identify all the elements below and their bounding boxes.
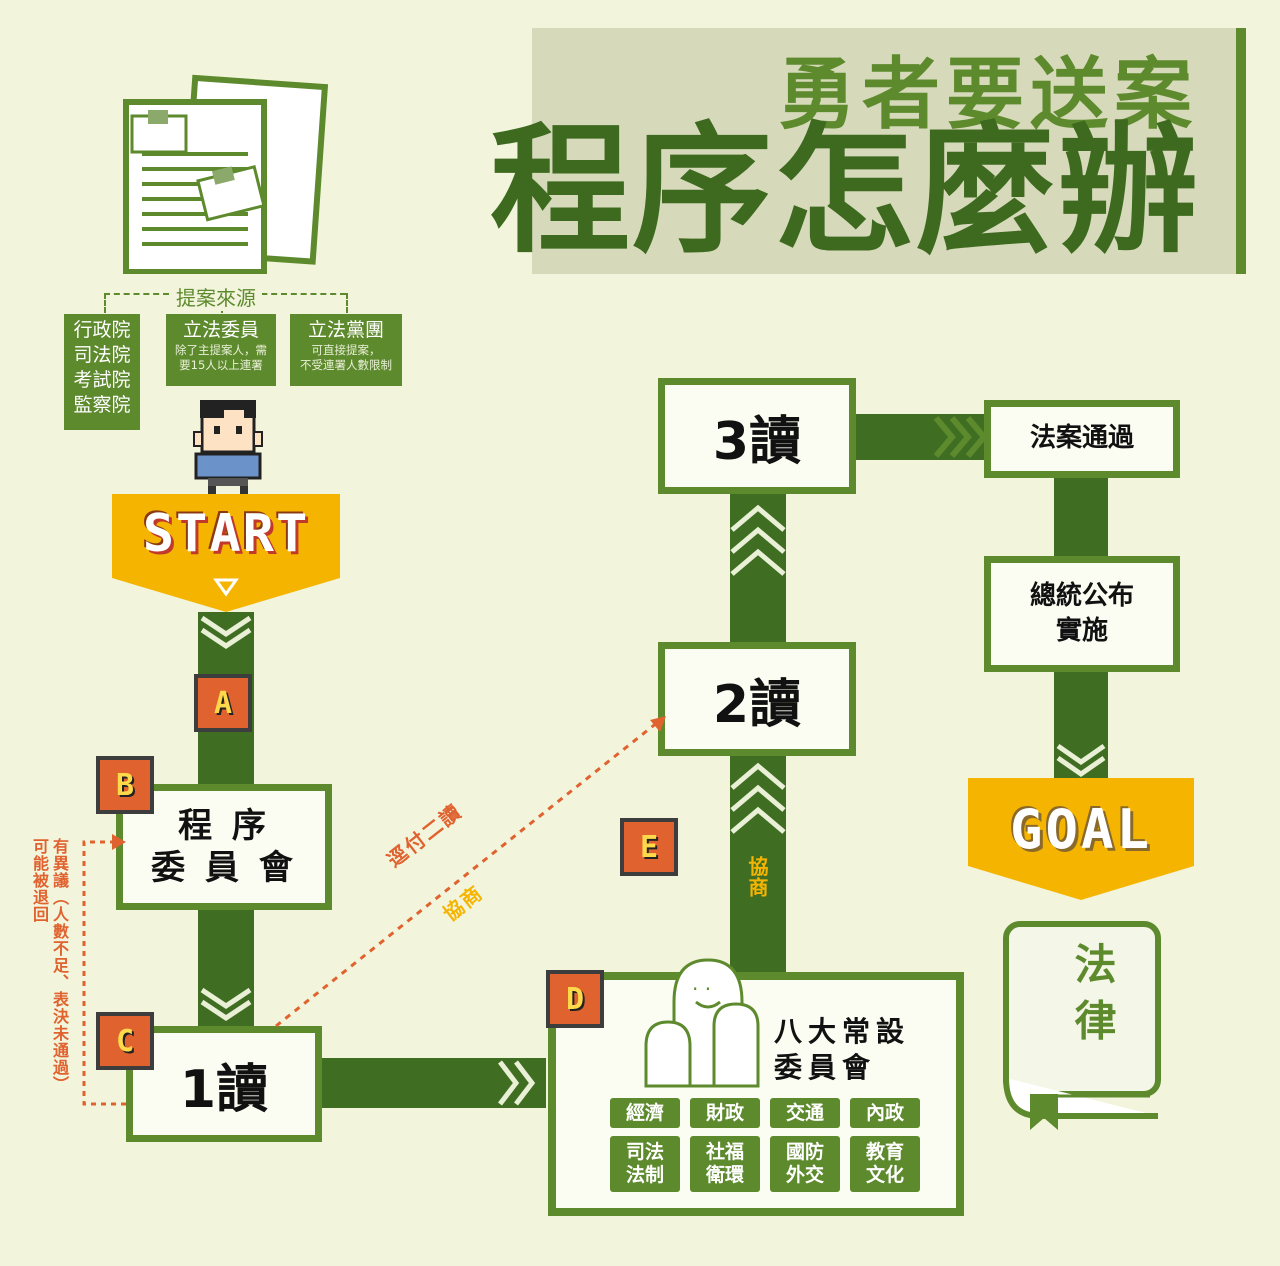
chevron-down-icon — [200, 987, 252, 1022]
return-note-a: 可能被退回 — [30, 838, 49, 923]
committee-tag: 社福 衛環 — [690, 1136, 760, 1192]
procedure-committee-line2: 委 員 會 — [151, 848, 297, 888]
committees-title-line2: 委員會 — [774, 1051, 877, 1084]
step-badge-b: B — [96, 756, 154, 814]
negotiation-path-label: 協商 — [745, 856, 769, 898]
source-bracket-right — [346, 293, 348, 313]
institution-item: 行政院 — [73, 319, 131, 341]
goal-banner — [968, 778, 1194, 900]
law-label: 法 律 — [1068, 942, 1117, 1041]
ghost-committee-icon: · · — [644, 958, 760, 1088]
institution-item: 監察院 — [73, 394, 131, 416]
node-bill-passed: 法案通過 — [984, 400, 1180, 478]
promulgate-line2: 實施 — [1055, 616, 1108, 646]
source-bracket-left — [104, 293, 106, 313]
institution-item: 司法院 — [73, 344, 131, 366]
title-accent-bar — [1236, 28, 1246, 274]
committee-tag: 內政 — [850, 1098, 920, 1128]
committee-tag: 交通 — [770, 1098, 840, 1128]
path-procedure-to-first — [198, 908, 254, 1032]
title-panel — [532, 28, 1244, 274]
title-line-1: 勇者要送案 — [777, 50, 1198, 140]
committee-tag-line: 國防 — [785, 1141, 824, 1164]
legislators-note: 除了主提案人，需 — [175, 343, 267, 357]
committee-tag-line: 教育 — [865, 1141, 904, 1164]
caucus-title: 立法黨團 — [307, 319, 384, 341]
path-first-to-committees — [322, 1058, 546, 1108]
committee-tag-line: 衛環 — [705, 1164, 744, 1186]
committee-tag-line: 文化 — [865, 1164, 904, 1186]
node-promulgate: 總統公布 實施 — [984, 556, 1180, 672]
chevron-down-icon — [200, 615, 252, 650]
committees-title: 八大常設 委員會 — [774, 1014, 910, 1086]
path-third-to-passed — [854, 414, 986, 460]
committee-tag-line: 法制 — [625, 1164, 664, 1186]
return-note-b: 有異議（人數不足、表決未通過） — [50, 838, 69, 1093]
svg-text:· ·: · · — [692, 977, 711, 1001]
chevron-up-icon — [730, 504, 786, 576]
committee-tag: 經濟 — [610, 1098, 680, 1128]
caucus-note: 可直接提案， — [311, 343, 381, 357]
source-institutions: 行政院 司法院 考試院 監察院 — [64, 314, 140, 430]
legislators-note: 要15人以上連署 — [179, 358, 263, 372]
committee-tag-line: 外交 — [785, 1164, 824, 1186]
committees-title-line1: 八大常設 — [774, 1015, 911, 1048]
caucus-note: 不受連署人數限制 — [300, 358, 392, 372]
law-book-icon — [1003, 921, 1161, 1130]
node-second-reading: 2讀 — [658, 642, 856, 756]
chevron-down-icon — [1056, 743, 1106, 778]
node-first-reading: 1讀 — [126, 1026, 322, 1142]
documents-icon — [123, 74, 329, 274]
committee-tag-line: 社福 — [705, 1141, 744, 1164]
proposal-source-label: 提案來源 — [170, 282, 262, 311]
step-badge-c: C — [96, 1012, 154, 1070]
step-badge-d: D — [546, 970, 604, 1028]
chevron-right-icon — [498, 1060, 536, 1106]
legislators-title: 立法委員 — [182, 319, 259, 341]
chevron-up-icon — [730, 762, 786, 834]
chevron-right-icon — [933, 416, 988, 458]
step-badge-a: A — [194, 674, 252, 732]
committee-tag: 財政 — [690, 1098, 760, 1128]
goal-label: GOAL — [1009, 798, 1153, 861]
return-dotted-arrow — [82, 834, 126, 1106]
committee-tag: 教育 文化 — [850, 1136, 920, 1192]
source-caucus: 立法黨團 可直接提案， 不受連署人數限制 — [290, 314, 402, 386]
path-passed-to-promulgate — [1054, 476, 1108, 560]
committee-tag: 司法 法制 — [610, 1136, 680, 1192]
start-label: START — [142, 504, 310, 564]
promulgate-line1: 總統公布 — [1029, 580, 1134, 611]
step-badge-e: E — [620, 818, 678, 876]
hero-character-icon — [193, 400, 263, 502]
source-legislators: 立法委員 除了主提案人，需 要15人以上連署 — [166, 314, 276, 386]
title-line-2: 程序怎麼辦 — [489, 110, 1200, 273]
procedure-committee-line1: 程 序 — [178, 805, 270, 846]
node-third-reading: 3讀 — [658, 378, 856, 494]
committee-tag: 國防 外交 — [770, 1136, 840, 1192]
institution-item: 考試院 — [73, 369, 131, 391]
direct-second-reading-arrow — [275, 716, 666, 1028]
start-banner — [112, 494, 340, 612]
committee-tag-line: 司法 — [625, 1141, 664, 1164]
